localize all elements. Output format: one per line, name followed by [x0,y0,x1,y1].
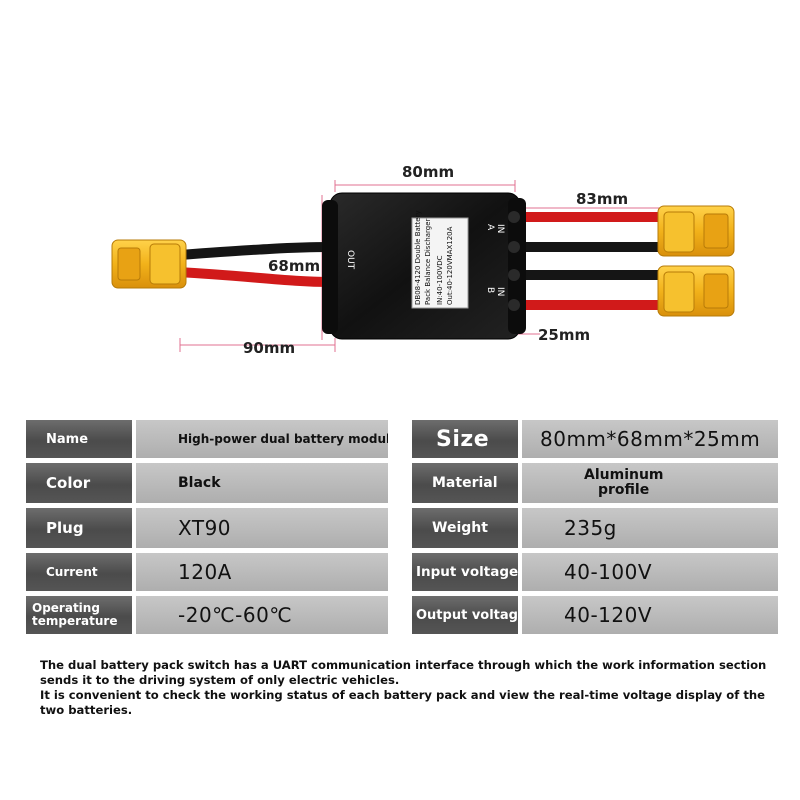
description-paragraph-1: The dual battery pack switch has a UART … [40,658,767,687]
port-a-in-label: IN [495,224,505,233]
port-a-label: A [485,224,495,231]
product-diagram: DB08-4120 Double Battery Pack Balance Di… [111,180,735,352]
spec-output-voltage-label: Output voltage [412,596,518,634]
spec-current-value: 120A [136,553,388,591]
device-label-line3: IN:40-100VDC [436,255,444,305]
spec-material-value-line1: Aluminum [584,467,664,484]
spec-output-voltage-value: 40-120V [522,596,778,634]
device-label: DB08-4120 Double Battery Pack Balance Di… [411,210,469,309]
spec-color-label: Color [26,463,132,503]
product-description: The dual battery pack switch has a UART … [40,658,785,718]
dimension-bottom-right: 25mm [538,326,591,344]
port-out-label: OUT [345,250,355,270]
device-label-line1: DB08-4120 Double Battery [414,210,422,305]
spec-material-value: Aluminum profile [522,463,778,503]
right-xt90-connector-a [657,205,735,257]
device-label-line4: Out:40-120VMAX120A [446,226,454,305]
left-cables [173,242,335,287]
spec-size-value: 80mm*68mm*25mm [522,420,778,458]
spec-color-value: Black [136,463,388,503]
dimension-cable-right: 83mm [576,190,629,208]
spec-weight-value: 235g [522,508,778,548]
device-label-line2: Pack Balance Discharger [424,218,432,305]
spec-size-label: Size [412,420,518,458]
spec-material-value-line2: profile [598,482,650,498]
spec-material-label: Material [412,463,518,503]
spec-current-label: Current [26,553,132,591]
spec-weight-label: Weight [412,508,518,548]
spec-name-value: High-power dual battery module [136,420,388,458]
spec-plug-value: XT90 [136,508,388,548]
description-paragraph-2: It is convenient to check the working st… [40,688,765,717]
spec-temperature-value: -20℃-60℃ [136,596,388,634]
right-cables [510,212,667,310]
dimension-top: 80mm [402,163,455,181]
spec-temperature-label: Operating temperature [26,596,132,634]
dimension-side: 68mm [268,257,321,275]
left-xt90-connector [111,239,187,289]
dimension-bottom-left: 90mm [243,339,296,357]
spec-name-label: Name [26,420,132,458]
port-b-label: B [485,287,495,293]
right-xt90-connector-b [657,265,735,317]
spec-plug-label: Plug [26,508,132,548]
spec-input-voltage-label: Input voltage [412,553,518,591]
port-b-in-label: IN [495,287,505,296]
spec-input-voltage-value: 40-100V [522,553,778,591]
